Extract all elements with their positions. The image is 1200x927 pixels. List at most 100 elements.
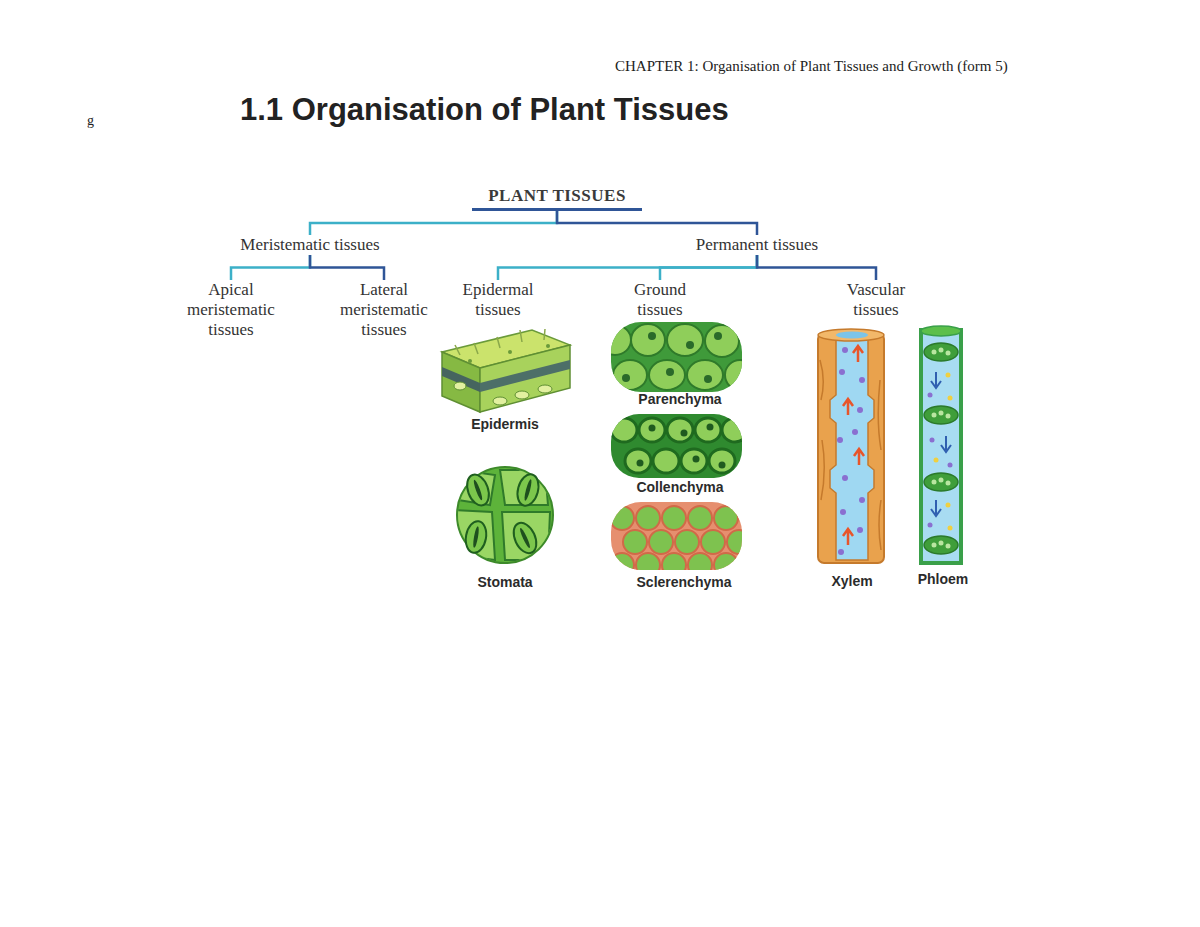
epidermis-drawing	[442, 352, 480, 412]
epidermis-drawing	[544, 329, 545, 340]
sclerenchyma-drawing	[611, 553, 634, 570]
parenchyma-drawing	[613, 360, 647, 390]
sclerenchyma-drawing	[636, 506, 660, 530]
stomata-drawing	[455, 470, 550, 560]
xylem-drawing	[818, 333, 884, 563]
parenchyma-drawing	[687, 360, 723, 390]
chapter-header: CHAPTER 1: Organisation of Plant Tissues…	[615, 58, 1008, 75]
phloem-drawing	[948, 526, 953, 531]
tree-connector	[660, 255, 757, 280]
stomata-drawing	[463, 520, 488, 555]
collenchyma-drawing	[667, 418, 693, 442]
sclerenchyma-drawing	[688, 506, 712, 530]
parenchyma-drawing	[611, 324, 742, 390]
sclerenchyma-drawing	[662, 506, 686, 530]
phloem-drawing	[939, 541, 944, 546]
xylem-drawing	[859, 497, 865, 503]
stomata-drawing	[514, 472, 542, 508]
xylem-drawing	[842, 347, 848, 353]
xylem-drawing	[837, 437, 843, 443]
sclerenchyma-drawing	[610, 502, 751, 577]
phloem-drawing	[932, 413, 937, 418]
parenchyma-drawing	[667, 324, 703, 356]
parenchyma-drawing	[704, 375, 712, 383]
tissue-node: Meristematic tissues	[215, 235, 405, 255]
parenchyma-drawing	[649, 360, 685, 390]
stomata-drawing	[472, 526, 480, 548]
phloem-drawing	[932, 350, 937, 355]
stomata-drawing	[455, 510, 495, 560]
xylem-drawing	[843, 529, 853, 545]
stomata-drawing	[519, 527, 532, 549]
phloem-drawing	[941, 436, 951, 452]
collenchyma-drawing	[611, 418, 742, 473]
page-title: 1.1 Organisation of Plant Tissues	[240, 92, 729, 128]
phloem-drawing	[928, 523, 933, 528]
parenchyma-drawing	[705, 325, 739, 357]
collenchyma-drawing	[639, 418, 665, 442]
epidermis-drawing	[442, 367, 480, 392]
node-label: Vascular tissues	[826, 280, 926, 320]
collenchyma-drawing	[693, 456, 700, 463]
tissue-node: Lateral meristematic tissues	[325, 280, 443, 340]
tissue-label: Epidermis	[471, 416, 539, 432]
parenchyma-drawing	[666, 368, 674, 376]
tree-connector	[557, 211, 757, 235]
phloem-drawing	[939, 348, 944, 353]
node-label: Epidermal tissues	[448, 280, 548, 320]
xylem-drawing	[840, 509, 846, 515]
epidermis-drawing	[515, 391, 529, 399]
tree-connector	[310, 211, 557, 235]
stomata-drawing	[502, 512, 550, 560]
sclerenchyma-drawing	[701, 530, 725, 554]
epidermis-drawing	[480, 360, 570, 392]
epidermis-drawing	[454, 382, 466, 390]
epidermis-drawing	[520, 330, 522, 342]
phloem-drawing	[924, 406, 958, 424]
phloem-drawing	[946, 373, 951, 378]
collenchyma-drawing	[611, 418, 637, 442]
root-node: PLANT TISSUES	[472, 186, 642, 211]
xylem-drawing	[838, 549, 844, 555]
epidermis-drawing	[455, 345, 460, 355]
phloem-drawing	[934, 458, 939, 463]
stray-letter: g	[87, 113, 94, 129]
sclerenchyma-drawing	[675, 530, 699, 554]
sclerenchyma-drawing	[662, 553, 686, 570]
tree-connector	[498, 255, 757, 280]
stomata-drawing	[463, 520, 488, 555]
sclerenchyma-drawing	[611, 506, 634, 530]
xylem-drawing	[852, 429, 858, 435]
collenchyma-drawing	[637, 460, 644, 467]
tissue-node: Epidermal tissues	[448, 280, 548, 320]
parenchyma-drawing	[622, 374, 630, 382]
collenchyma-drawing	[722, 418, 742, 442]
tree-connector	[757, 255, 876, 280]
xylem-drawing	[820, 360, 881, 550]
epidermis-drawing	[497, 337, 500, 348]
tissue-label: Xylem	[831, 573, 872, 589]
sclerenchyma-drawing	[611, 506, 742, 570]
phloem-drawing	[921, 326, 961, 563]
node-label: Meristematic tissues	[215, 235, 405, 255]
epidermis-drawing	[474, 343, 478, 354]
node-label: Permanent tissues	[662, 235, 852, 255]
phloem-drawing	[946, 414, 951, 419]
xylem-drawing	[857, 407, 863, 413]
tissue-node: Apical meristematic tissues	[172, 280, 290, 340]
epidermis-drawing	[480, 345, 570, 412]
xylem-drawing	[836, 332, 868, 339]
tree-connector	[231, 255, 310, 280]
phloem-drawing	[924, 343, 958, 361]
collenchyma-drawing	[709, 449, 735, 473]
collenchyma-drawing	[707, 424, 714, 431]
stomata-drawing	[514, 472, 542, 508]
phloem-drawing	[948, 396, 953, 401]
parenchyma-drawing	[611, 325, 631, 355]
sclerenchyma-drawing	[636, 553, 660, 570]
tissue-node: Vascular tissues	[826, 280, 926, 320]
epidermis-drawing	[468, 359, 472, 363]
phloem-drawing	[939, 478, 944, 483]
